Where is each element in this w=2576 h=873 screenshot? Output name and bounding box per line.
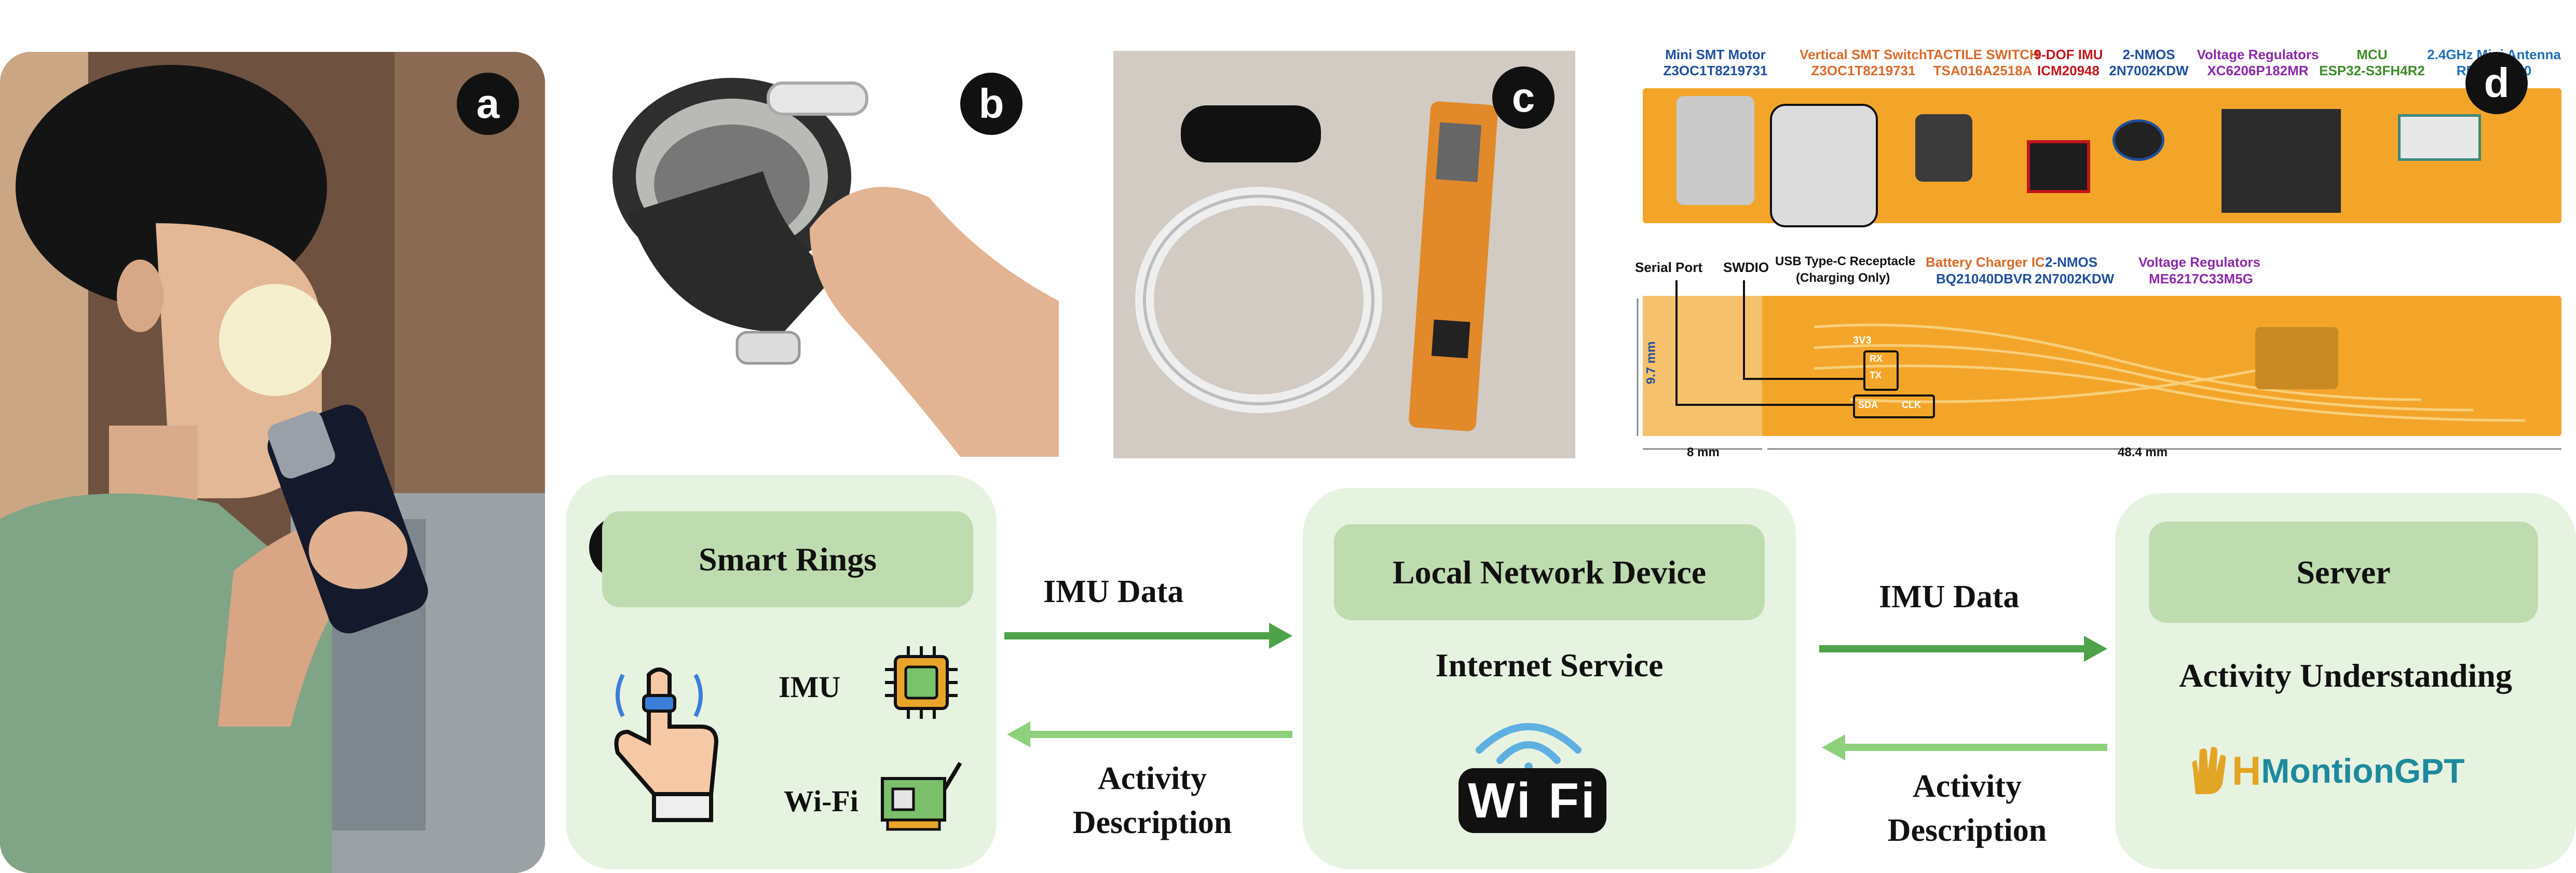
panel-badge-b: b [960,73,1023,135]
pcb-label-serial: Serial Port [1635,260,1703,275]
server-title: Server [2149,522,2538,623]
pcb-diagram-panel-d: Mini SMT Motor Z3OC1T8219731 Vertical SM… [1635,26,2576,467]
pcb-callout-lines [1637,280,2561,450]
arrow2-imu-data: IMU Data [1879,579,2020,615]
person-photo [0,52,545,873]
silk-3v3: 3V3 [1853,335,1872,346]
wifi-signal-icon [1476,723,1582,771]
arrows-ring-local [1004,623,1292,747]
arrow1-activity: Activity [1097,761,1207,796]
imu-chip [2027,140,2090,193]
pcb-label-mcu: MCU ESP32-S3FH4R2 [2319,47,2425,78]
activity-understanding-label: Activity Understanding [2179,657,2512,694]
arrow2-activity: Activity [1912,769,2022,804]
silk-rx: RX [1870,353,1883,364]
photo-panel-c: c [1113,51,1575,458]
pcb-dim-height: 9.7 mm [1644,341,1658,385]
pcb-label-nmos2: 2-NMOS [2045,254,2098,270]
arrow2-description: Description [1887,813,2047,848]
pcb-dim-b: 48.4 mm [2118,445,2168,459]
pcb-label-vreg: Voltage Regulators XC6206P182MR [2197,47,2319,78]
wifi-label: Wi-Fi [784,784,858,818]
pcb-label-vswitch: Vertical SMT Switch Z3OC1T8219731 [1800,47,1927,78]
chip-icon [885,646,958,719]
finger-ring-icon [614,667,719,822]
hmotiongpt-text: MontionGPT [2261,752,2465,790]
hmotiongpt-logo: H MontionGPT [2185,742,2465,799]
serial-pad-box: RX TX [1863,350,1899,391]
pcb-label-nmos2-part: 2N7002KDW [2035,271,2115,287]
hand-bottle-photo [612,78,1059,457]
photo-panel-b: b [566,42,1059,457]
pcb-label-motor: Mini SMT Motor Z3OC1T8219731 [1663,47,1768,78]
pcb-label-vreg2: Voltage Regulators [2138,254,2261,270]
pcb-dim-a: 8 mm [1687,445,1720,459]
usb-c-receptacle [1770,104,1878,227]
ring-pcb-photo [1113,51,1575,458]
antenna-chip [2398,114,2481,161]
vibration-motor [1677,96,1754,205]
nmos-chip [2112,119,2164,161]
pcb-label-charger: Battery Charger IC [1926,254,2045,270]
pcb-traces [1814,323,2526,422]
panel-badge-d: d [2465,52,2528,114]
pcb-label-usb-2: (Charging Only) [1796,271,1890,285]
wifi-logo: Wi Fi [1459,768,1606,833]
wifi-logo-text: Wi Fi [1468,772,1597,828]
pcb-label-charger-part: BQ21040DBVR [1936,271,2032,287]
wifi-card-icon [881,761,962,831]
tactile-switch [1915,114,1972,182]
hmotiongpt-h: H [2232,747,2261,794]
panel-badge-c: c [1492,66,1555,129]
panel-badge-a: a [457,73,519,135]
arrow1-imu-data: IMU Data [1043,574,1184,609]
pcb-label-tactile: TACTILE SWITCH TSA016A2518A [1926,47,2039,78]
photo-panel-a: a [0,52,545,873]
local-device-title: Local Network Device [1334,524,1765,620]
internet-service-label: Internet Service [1435,647,1664,684]
pcb-label-vreg2-part: ME6217C33M5G [2149,271,2253,287]
arrow1-description: Description [1072,805,1232,840]
hand-logo-icon [2192,747,2226,794]
pcb-label-usb-1: USB Type-C Receptacle [1775,254,1916,268]
pcb-label-nmos: 2-NMOS 2N7002KDW [2109,47,2189,78]
silk-clk: CLK [1902,400,1921,410]
swdio-pad-box: SDA CLK [1853,394,1935,418]
arrows-local-server [1819,636,2107,760]
imu-label: IMU [779,670,841,704]
pcb-bottom-shade [1643,296,1762,436]
silk-sda: SDA [1858,400,1878,410]
pcb-label-swdio: SWDIO [1723,260,1769,275]
silk-tx: TX [1870,370,1882,380]
mcu-chip [2221,109,2341,213]
smart-rings-title: Smart Rings [602,511,973,607]
pcb-label-imu: 9-DOF IMU ICM20948 [2034,47,2103,78]
